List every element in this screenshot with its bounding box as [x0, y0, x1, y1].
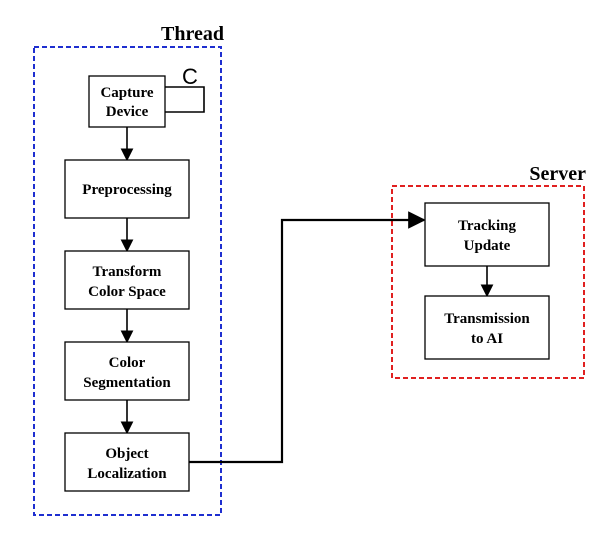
edge-localization-to-tracking	[188, 211, 426, 464]
capture-device-line-1: Capture	[100, 85, 153, 101]
segmentation-line-1: Color	[109, 355, 146, 371]
thread-group-border	[33, 46, 222, 516]
transmission-line-1: Transmission	[444, 311, 530, 327]
server-group-border	[391, 185, 585, 379]
preprocessing-node: Preprocessing	[64, 159, 190, 219]
preprocessing-line-1: Preprocessing	[82, 182, 172, 198]
object-localization-node: Object Localization	[64, 432, 190, 492]
server-group-label: Server	[529, 163, 586, 185]
thread-group-label: Thread	[161, 23, 224, 45]
transform-line-2: Color Space	[88, 284, 166, 300]
localization-line-2: Localization	[87, 466, 167, 482]
transform-color-space-node: Transform Color Space	[64, 250, 190, 310]
transmission-to-ai-node: Transmission to AI	[424, 295, 550, 360]
capture-device-line-2: Device	[106, 104, 149, 120]
tracking-line-1: Tracking	[458, 218, 517, 234]
color-segmentation-node: Color Segmentation	[64, 341, 190, 401]
loop-label: C	[182, 64, 198, 89]
tracking-update-node: Tracking Update	[424, 202, 550, 267]
transmission-line-2: to AI	[471, 331, 503, 347]
segmentation-line-2: Segmentation	[83, 375, 171, 391]
capture-self-loop	[165, 86, 205, 113]
localization-line-1: Object	[105, 446, 148, 462]
transform-line-1: Transform	[93, 264, 162, 280]
capture-device-node: Capture Device	[88, 75, 166, 128]
tracking-line-2: Update	[464, 238, 511, 254]
